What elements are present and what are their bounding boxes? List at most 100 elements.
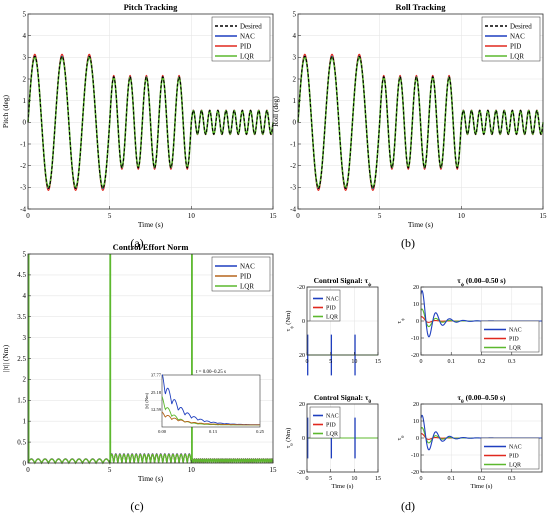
y-axis-label: Roll (deg) — [271, 96, 280, 127]
legend-entry-lqr: LQR — [326, 432, 338, 438]
x-tick-label: 0 — [306, 476, 309, 482]
plot-frame — [297, 13, 544, 210]
y-tick-label: 20 — [413, 402, 419, 408]
inset-series-pid_c — [161, 411, 260, 426]
x-tick-label: 10 — [188, 212, 196, 220]
x-tick-label: 15 — [540, 212, 548, 220]
x-tick-label: 0 — [420, 476, 423, 482]
series-desired — [297, 55, 544, 190]
y-tick-label: -4 — [20, 205, 26, 213]
legend-entry-desired: Desired — [240, 22, 262, 30]
x-tick-label: 15 — [270, 466, 278, 474]
y-tick-label: -20 — [297, 470, 305, 476]
y-tick-label: -20 — [297, 285, 305, 291]
legend-entry-pid: PID — [240, 42, 251, 50]
y-tick-label: -4 — [290, 205, 296, 213]
y-tick-label: 4 — [23, 292, 27, 300]
y-tick-label: 4.5 — [17, 271, 26, 279]
y-tick-label: 3 — [23, 54, 27, 62]
legend-entry-nac: NAC — [326, 414, 339, 420]
legend-entry-desired: Desired — [510, 22, 532, 30]
legend-entry-pid: PID — [326, 306, 336, 312]
x-axis-label: Time (s) — [408, 220, 434, 229]
chart-title: Control Signal: τϕ — [314, 276, 373, 288]
x-tick-label: 0.2 — [478, 359, 486, 365]
y-tick-label: 1 — [23, 418, 27, 426]
y-axis-label: Pitch (deg) — [1, 94, 10, 128]
legend-entry-pid: PID — [509, 337, 519, 343]
chart-title: Control Signal: τθ — [314, 393, 372, 405]
x-tick-label: 15 — [270, 212, 278, 220]
inset-y-tick-label: 25.18 — [151, 390, 162, 395]
y-tick-label: 2 — [23, 376, 27, 384]
chart-title: Pitch Tracking — [124, 2, 179, 12]
x-tick-label: 0 — [306, 359, 309, 365]
y-tick-label: -10 — [411, 336, 419, 342]
y-tick-label: 0 — [23, 459, 27, 467]
x-axis-label: Time (s) — [471, 483, 493, 490]
inset-title: t = 0.00–0.25 s — [196, 370, 226, 375]
legend-entry-pid: PID — [240, 272, 251, 280]
y-tick-label: 5 — [23, 10, 27, 18]
legend-entry-nac: NAC — [240, 32, 255, 40]
inset-x-tick-label: 0.00 — [158, 429, 167, 434]
legend-box — [481, 16, 541, 62]
chart-title: Control Effort Norm — [113, 242, 189, 252]
y-tick-label: 1 — [293, 97, 297, 105]
x-tick-label: 0 — [296, 212, 300, 220]
y-tick-label: 2.5 — [17, 355, 26, 363]
y-tick-label: -3 — [290, 184, 296, 192]
legend-box — [211, 16, 271, 62]
legend-entry-nac: NAC — [240, 262, 255, 270]
x-tick-label: 0.1 — [448, 359, 456, 365]
y-tick-label: -20 — [411, 470, 419, 476]
x-tick-label: 0.3 — [508, 476, 516, 482]
y-tick-label: -20 — [411, 353, 419, 359]
y-axis-label: ||τ|| (Nm) — [1, 344, 10, 372]
y-tick-label: 10 — [413, 419, 419, 425]
y-tick-label: 4 — [293, 32, 297, 40]
y-tick-label: 0 — [23, 119, 27, 127]
y-tick-label: 1.5 — [17, 397, 26, 405]
legend: NAC PID LQR — [309, 406, 341, 439]
panel-label-c: (c) — [130, 499, 143, 513]
y-tick-label: -10 — [411, 453, 419, 459]
x-tick-label: 15 — [375, 476, 381, 482]
legend-entry-nac: NAC — [510, 32, 525, 40]
legend-entry-lqr: LQR — [240, 282, 254, 290]
inset-y-tick-label: 37.77 — [151, 373, 162, 378]
inset-y-axis-label: ||τ|| (Nm) — [144, 392, 149, 409]
x-tick-label: 5 — [378, 212, 382, 220]
y-tick-label: -3 — [20, 184, 26, 192]
y-tick-label: 0 — [416, 319, 419, 325]
y-tick-label: 0.5 — [17, 438, 26, 446]
legend-entry-pid: PID — [326, 423, 336, 429]
y-tick-label: 1 — [23, 97, 27, 105]
series-desired — [27, 55, 274, 190]
y-tick-label: 0 — [293, 119, 297, 127]
y-tick-label: -1 — [20, 140, 26, 148]
legend-entry-pid: PID — [509, 454, 519, 460]
legend-entry-pid: PID — [510, 42, 521, 50]
x-tick-label: 15 — [375, 359, 381, 365]
legend-entry-lqr: LQR — [509, 463, 521, 469]
legend: NAC PID LQR — [211, 256, 271, 292]
legend-box — [309, 289, 341, 322]
x-tick-label: 0 — [26, 212, 30, 220]
chart-title: τθ (0.00–0.50 s) — [458, 393, 506, 405]
legend-entry-nac: NAC — [509, 445, 522, 451]
legend-entry-nac: NAC — [509, 328, 522, 334]
legend-entry-lqr: LQR — [240, 52, 254, 60]
y-tick-label: 0 — [302, 436, 305, 442]
x-tick-label: 0 — [26, 466, 30, 474]
panel-label-a: (a) — [130, 236, 143, 250]
y-axis-label: τϕ — [396, 318, 405, 324]
